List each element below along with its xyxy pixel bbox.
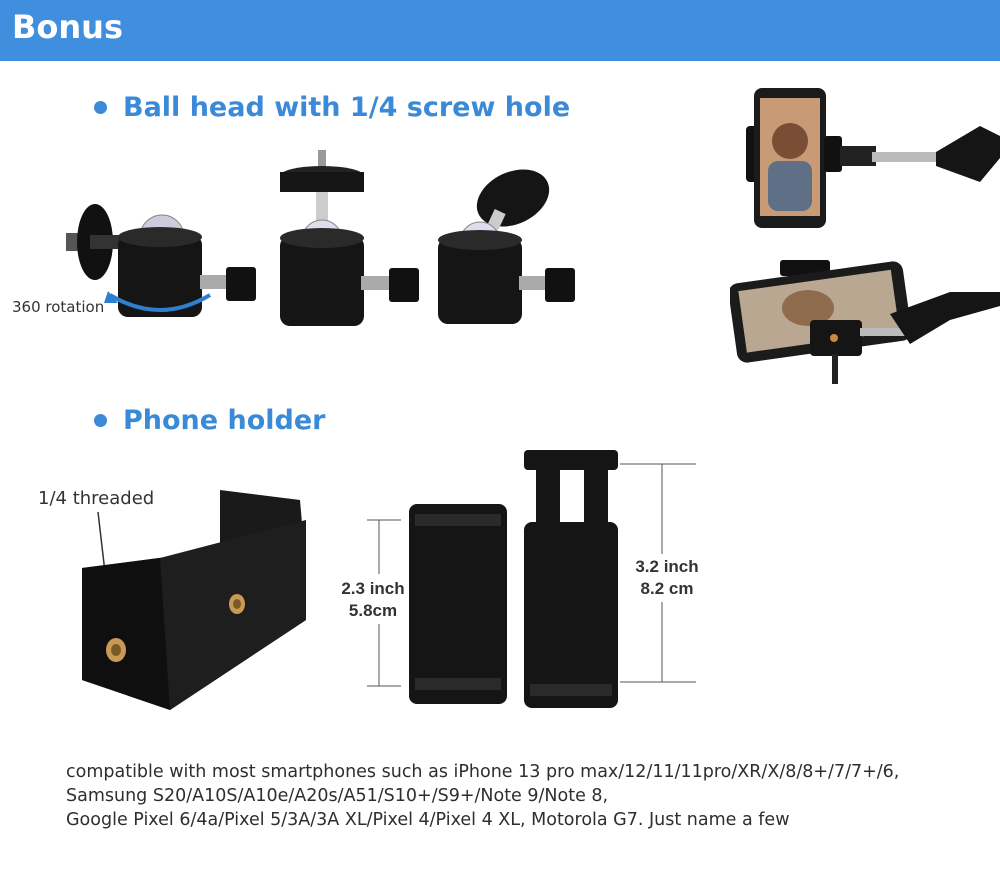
ball-head-heading-text: Ball head with 1/4 screw hole	[123, 92, 571, 123]
holder-extended-image	[524, 450, 696, 708]
extended-size-cm: 8.2 cm	[640, 579, 694, 598]
compatibility-line: Google Pixel 6/4a/Pixel 5/3A/3A XL/Pixel…	[66, 810, 790, 830]
closed-size-inch: 2.3 inch	[341, 579, 405, 598]
banner-title: Bonus	[12, 8, 123, 46]
phone-holder-heading: Phone holder	[94, 405, 325, 436]
phone-holder-heading-text: Phone holder	[123, 405, 326, 436]
closed-size-label: 2.3 inch 5.8cm	[333, 578, 413, 622]
compatibility-line: compatible with most smartphones such as…	[66, 762, 900, 782]
extended-size-inch: 3.2 inch	[635, 557, 699, 576]
ball-head-image-2	[280, 150, 419, 326]
bullet-icon	[94, 101, 107, 114]
thread-label: 1/4 threaded	[38, 488, 155, 509]
phone-clamp-image	[82, 490, 306, 710]
holder-closed-image	[367, 504, 507, 704]
bullet-icon	[94, 414, 107, 427]
closed-size-cm: 5.8cm	[348, 601, 398, 620]
ball-head-image-1	[66, 204, 256, 317]
compatibility-line: Samsung S20/A10S/A10e/A20s/A51/S10+/S9+/…	[66, 786, 609, 806]
ball-head-image-3	[438, 169, 575, 324]
compatibility-text: compatible with most smartphones such as…	[66, 760, 986, 832]
ball-head-heading: Ball head with 1/4 screw hole	[94, 92, 570, 123]
banner: Bonus	[0, 0, 1000, 61]
rotation-label: 360 rotation	[12, 298, 105, 316]
phone-mount-photo-1	[746, 88, 1000, 228]
extended-size-label: 3.2 inch 8.2 cm	[624, 556, 710, 600]
phone-mount-photo-2	[730, 260, 1000, 384]
